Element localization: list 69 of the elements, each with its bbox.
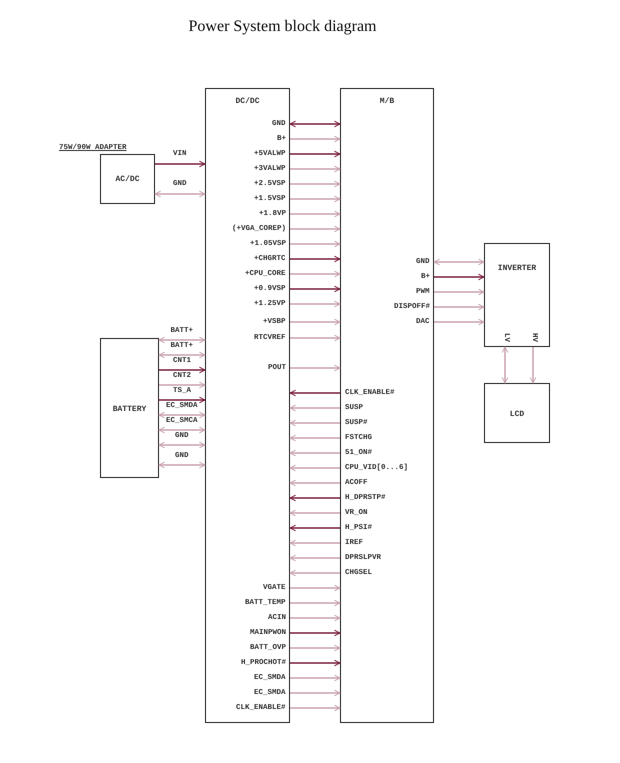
arrow (159, 366, 206, 374)
arrow (158, 352, 206, 358)
arrow (155, 160, 206, 168)
arrow (158, 442, 206, 448)
arrow (290, 510, 340, 516)
arrow (290, 480, 340, 486)
arrow (290, 390, 340, 396)
arrow (158, 462, 206, 468)
arrow (290, 180, 340, 188)
arrow (290, 404, 340, 412)
arrow (290, 570, 340, 576)
block-title: INVERTER (496, 264, 538, 273)
arrow (290, 524, 340, 532)
arrow (290, 318, 340, 326)
arrow (290, 226, 340, 232)
arrow (434, 288, 484, 296)
arrow (290, 286, 340, 292)
arrow (290, 300, 340, 308)
arrow (290, 690, 340, 696)
arrow (154, 190, 206, 198)
arrow (158, 336, 206, 344)
arrow (159, 396, 206, 404)
arrow (290, 614, 340, 622)
arrow (290, 270, 340, 278)
arrow (290, 210, 340, 218)
arrow (530, 347, 536, 384)
arrow (290, 364, 340, 372)
block-box (484, 383, 550, 443)
arrow (290, 584, 340, 592)
block-box (205, 88, 290, 723)
arrow (290, 120, 340, 128)
block-title: LCD (508, 410, 526, 419)
block-box (484, 243, 550, 347)
block-title: DC/DC (234, 97, 260, 106)
arrow (290, 420, 340, 426)
arrow (159, 382, 206, 388)
block-title: AC/DC (114, 175, 140, 184)
arrow (434, 318, 484, 326)
block-box (100, 154, 155, 204)
arrow (290, 434, 340, 442)
arrow (290, 644, 340, 652)
block-box (100, 338, 159, 478)
arrow (290, 150, 340, 158)
arrow (434, 304, 484, 310)
arrow (434, 258, 484, 266)
arrow (290, 540, 340, 546)
arrow (290, 660, 340, 666)
arrow (434, 274, 484, 280)
arrow (290, 240, 340, 248)
arrow (290, 136, 340, 142)
arrow (290, 464, 340, 472)
arrow (290, 494, 340, 502)
arrow (290, 166, 340, 172)
arrow (290, 554, 340, 562)
arrow (158, 426, 206, 434)
block-box (340, 88, 434, 723)
arrow (290, 196, 340, 202)
arrow (290, 630, 340, 636)
block-title: BATTERY (112, 405, 148, 414)
arrow (290, 256, 340, 262)
arrow (290, 674, 340, 682)
arrow (502, 346, 508, 384)
block-title: M/B (378, 97, 396, 106)
arrow (290, 704, 340, 712)
arrow (290, 450, 340, 456)
diagram-title: Power System block diagram (188, 18, 378, 36)
arrow (158, 412, 206, 418)
arrow (290, 600, 340, 606)
arrow (290, 334, 340, 342)
